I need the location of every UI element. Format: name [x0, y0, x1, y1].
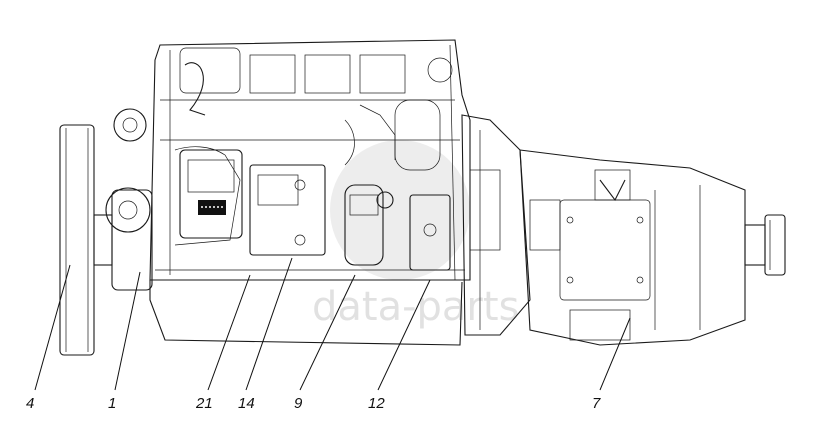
damper-pulley	[59, 124, 153, 356]
leader-9	[299, 274, 356, 391]
engine-block	[149, 39, 471, 346]
callout-label: 4	[26, 395, 34, 412]
intake-manifold	[249, 164, 326, 256]
callout-label: 7	[592, 395, 601, 412]
callout-label: 14	[238, 395, 255, 412]
callout-labels: 4 1 21 14 9 12 7	[26, 395, 601, 412]
callout-label: 12	[368, 395, 385, 412]
callout-label: 9	[294, 395, 303, 412]
watermark: data-parts	[312, 140, 519, 330]
fuel-pump-body	[394, 99, 451, 271]
ecu-module	[179, 149, 243, 239]
bell-housing	[461, 114, 531, 336]
leader-lines	[34, 257, 631, 391]
gearbox-body	[519, 149, 786, 346]
leader-12	[377, 279, 431, 391]
accessory-pulleys	[105, 108, 151, 233]
callout-label: 21	[195, 395, 213, 412]
callout-label: 1	[108, 395, 116, 412]
leader-4	[34, 264, 71, 391]
fuel-filter-body	[344, 184, 394, 266]
leader-14	[245, 257, 293, 391]
watermark-text: data-parts	[312, 284, 519, 330]
leader-7	[599, 317, 631, 391]
leader-21	[207, 274, 251, 391]
leader-1	[114, 271, 141, 391]
